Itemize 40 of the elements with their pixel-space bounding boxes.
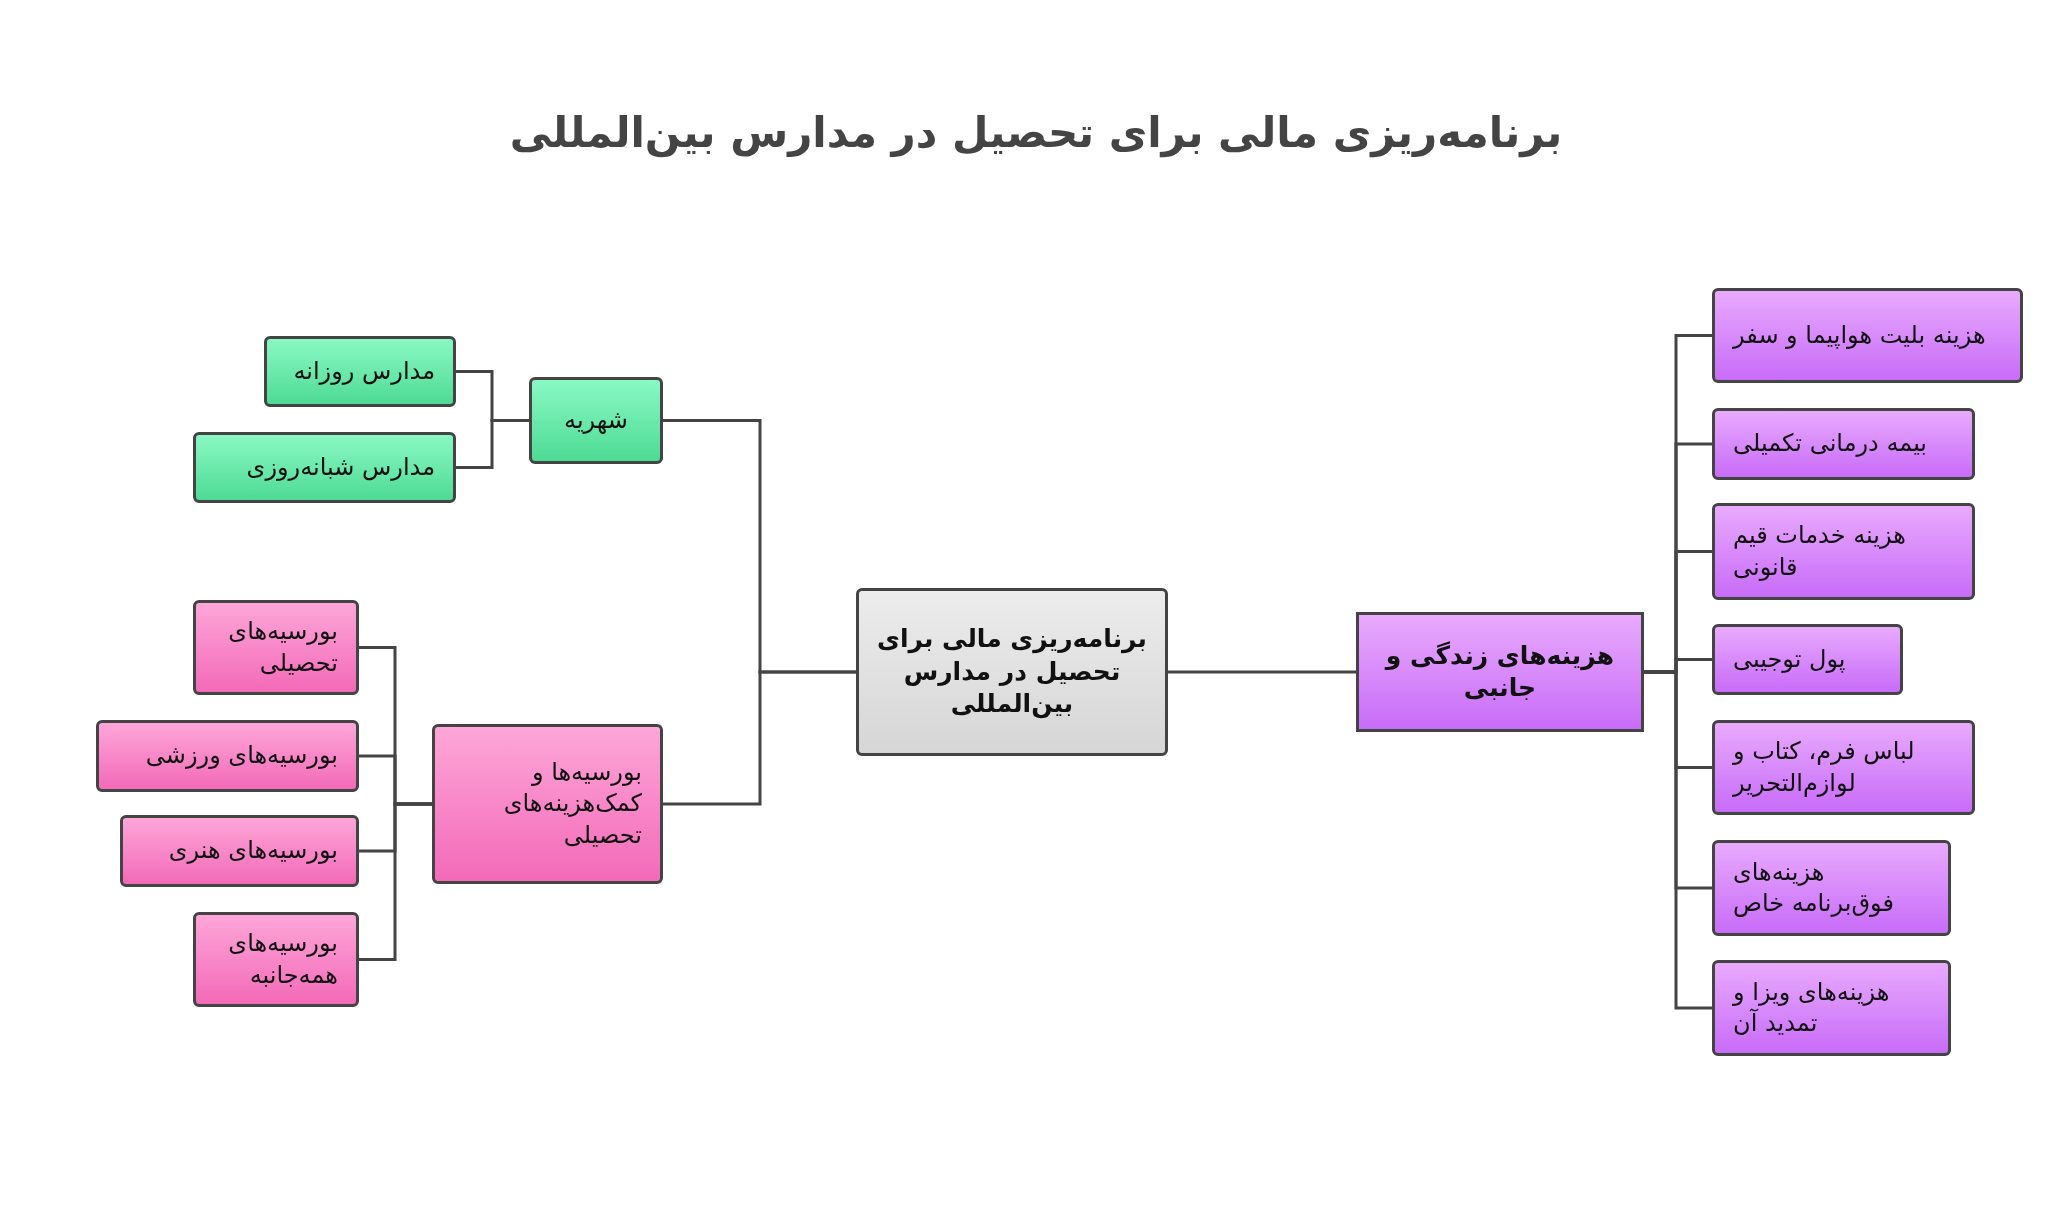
category-box bbox=[120, 815, 359, 887]
node-label: مدارس شبانه‌روزی bbox=[245, 451, 435, 483]
category-box bbox=[1356, 612, 1644, 732]
category-box bbox=[529, 377, 663, 464]
category-box bbox=[1712, 408, 1975, 480]
node-label: بیمه درمانی تکمیلی bbox=[1733, 428, 1929, 460]
node-label: بورسیه‌های ورزشی bbox=[144, 740, 338, 772]
connector-line bbox=[456, 419, 529, 469]
node-label: بورسیه‌های همه‌جانبه bbox=[227, 928, 338, 991]
category-box bbox=[1712, 288, 2023, 383]
category-box bbox=[193, 432, 456, 503]
node-label: هزینه‌های فوق‌برنامه خاص bbox=[1733, 856, 1895, 919]
connector-line bbox=[1644, 670, 1712, 1010]
node-label: مدارس روزانه bbox=[292, 355, 435, 387]
category-box bbox=[264, 336, 456, 407]
node-label: بورسیه‌ها و کمک‌هزینه‌های تحصیلی bbox=[502, 757, 642, 851]
connector-line bbox=[1168, 670, 1356, 674]
category-box bbox=[193, 600, 359, 695]
category-box bbox=[1712, 503, 1975, 600]
connector-line bbox=[663, 670, 856, 806]
category-box bbox=[193, 912, 359, 1007]
node-label: هزینه بلیت هواپیما و سفر bbox=[1733, 319, 1987, 351]
category-box bbox=[432, 724, 663, 884]
category-box bbox=[96, 720, 359, 792]
node-label: برنامه‌ریزی مالی برای تحصیل در مدارس بین‌المللی bbox=[877, 623, 1147, 721]
diagram-title: برنامه‌ریزی مالی برای تحصیل در مدارس بین‌المللی bbox=[508, 108, 1564, 157]
connector-line bbox=[359, 802, 432, 961]
category-box bbox=[1712, 840, 1951, 936]
node-label: هزینه‌های زندگی و جانبی bbox=[1383, 639, 1616, 704]
node-label: هزینه‌های ویزا و تمدید آن bbox=[1733, 976, 1891, 1039]
topic-box bbox=[856, 588, 1168, 756]
category-box bbox=[1712, 960, 1951, 1056]
node-label: بورسیه‌های تحصیلی bbox=[227, 616, 338, 679]
node-label: پول توجیبی bbox=[1733, 643, 1847, 675]
category-box bbox=[1712, 720, 1975, 815]
node-label: هزینه خدمات قیم قانونی bbox=[1733, 520, 1907, 583]
node-label: شهریه bbox=[564, 404, 628, 436]
node-label: لباس فرم، کتاب و لوازم‌التحریر bbox=[1733, 736, 1916, 799]
node-label: بورسیه‌های هنری bbox=[167, 835, 338, 867]
category-box bbox=[1712, 624, 1903, 695]
